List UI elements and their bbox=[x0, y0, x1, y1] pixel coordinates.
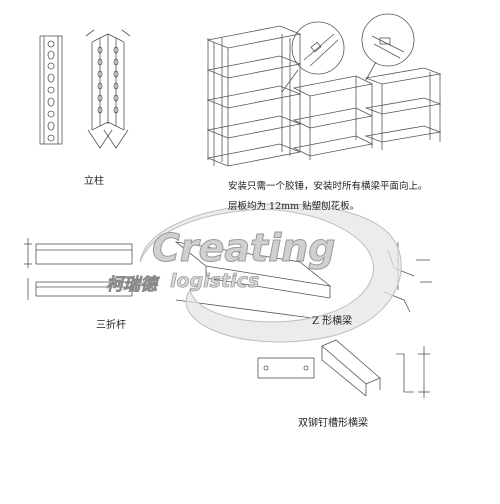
assembly-note-line2: 层板均为 12mm 贴塑刨花板。 bbox=[228, 201, 360, 212]
angle-post-drawing bbox=[85, 29, 131, 149]
assembly-note-line1: 安装只需一个胶锤，安装时所有横梁平面向上。 bbox=[228, 181, 428, 192]
joint-detail-circle-left bbox=[281, 21, 345, 93]
label-three-fold-bar: 三折杆 bbox=[96, 320, 126, 331]
three-fold-bar-drawing bbox=[24, 238, 133, 300]
middle-shelf-unit-drawing bbox=[292, 75, 374, 160]
watermark-subtitle: logistics bbox=[170, 270, 260, 293]
watermark-brand: Creating bbox=[152, 226, 336, 271]
channel-beam-drawing bbox=[257, 339, 430, 398]
label-upright: 立柱 bbox=[84, 176, 104, 187]
watermark-chinese: 柯瑞德 bbox=[106, 275, 158, 296]
tall-shelf-unit-drawing bbox=[206, 25, 302, 167]
label-channel-beam: 双铆钉槽形横梁 bbox=[298, 418, 368, 429]
label-z-beam: Z 形横梁 bbox=[312, 316, 353, 327]
right-shelf-unit-drawing bbox=[364, 67, 442, 150]
joint-detail-circle-right bbox=[361, 13, 415, 81]
upright-post-drawing bbox=[39, 35, 63, 145]
